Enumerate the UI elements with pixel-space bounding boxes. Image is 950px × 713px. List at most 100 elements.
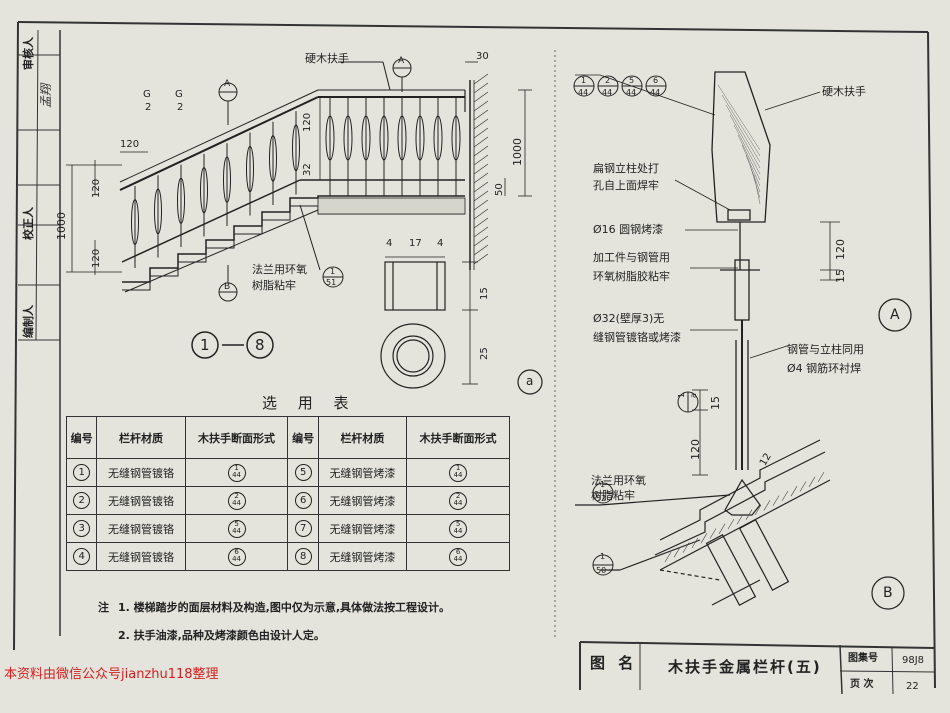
cell-mat-r: 无缝钢管烤漆 xyxy=(317,514,408,543)
row-number: 2 xyxy=(73,492,91,509)
row-number: 6 xyxy=(294,492,312,509)
cell-mat-r: 无缝钢管烤漆 xyxy=(317,542,408,571)
th-no-r: 编号 xyxy=(287,416,319,459)
detail-ref-top: 2 xyxy=(605,76,611,85)
note-a-4: 加工件与钢管用 xyxy=(593,251,670,264)
atlas-label: 图集号 xyxy=(848,653,878,664)
detail-ref-top: 1 xyxy=(581,76,587,85)
proofreader-role: 校正人 xyxy=(22,207,35,240)
range-start: 1 xyxy=(200,336,210,354)
section-cut-1: G xyxy=(143,89,151,100)
th-sec-r: 木扶手断面形式 xyxy=(406,416,510,459)
signature: 孟翔 xyxy=(39,83,53,108)
detail-A-label: A xyxy=(890,307,900,323)
dim-b-15: 15 xyxy=(709,396,722,410)
dim-a-17: 17 xyxy=(409,238,422,249)
section-mark-b: B xyxy=(224,282,231,292)
row-number: 7 xyxy=(294,520,312,537)
cell-mat-l: 无缝钢管镀铬 xyxy=(96,486,186,515)
handrail-section xyxy=(692,71,912,476)
cell-mat-l: 无缝钢管镀铬 xyxy=(96,514,186,543)
stair-elevation xyxy=(119,80,475,293)
dim-a-15-side: 15 xyxy=(834,269,847,283)
detail-ref-bottom: 44 xyxy=(650,88,661,97)
designer-role: 编制人 xyxy=(22,305,35,338)
section-mark-a: A xyxy=(224,79,231,89)
cell-mat-l: 无缝钢管镀铬 xyxy=(96,458,186,487)
dim-32: 32 xyxy=(302,163,313,176)
cell-no-r: 7 xyxy=(287,514,319,543)
dim-a-4-right: 4 xyxy=(437,238,444,249)
row-number: 1 xyxy=(73,464,91,481)
epoxy-b-1: 法兰用环氧 xyxy=(591,474,646,487)
cell-mat-l: 无缝钢管镀铬 xyxy=(96,542,186,571)
fixing-detail xyxy=(575,439,905,610)
cell-no-l: 4 xyxy=(65,542,98,571)
detail-ref-top: 5 xyxy=(629,76,635,85)
section-cut-2: G xyxy=(175,89,183,100)
th-sec-l: 木扶手断面形式 xyxy=(184,416,289,459)
cell-no-l: 2 xyxy=(65,486,98,515)
table-title: 选 用 表 xyxy=(262,394,357,412)
detail-ref-bottom: 44 xyxy=(578,88,589,97)
handrail-label-a: 硬木扶手 xyxy=(822,85,866,98)
note-a-6: Ø32(壁厚3)无 xyxy=(593,312,665,325)
note-a-5: 环氧树脂胶粘牢 xyxy=(593,270,670,283)
material: 无缝钢管镀铬 xyxy=(107,494,174,508)
dim-1000-left: 1000 xyxy=(55,212,68,240)
dim-30: 30 xyxy=(476,51,489,62)
material: 无缝钢管烤漆 xyxy=(329,522,396,536)
material: 无缝钢管烤漆 xyxy=(329,466,396,480)
note-a-2: 孔自上面焊牢 xyxy=(593,179,659,192)
cell-no-l: 3 xyxy=(65,514,98,543)
handrail-label: 硬木扶手 xyxy=(305,52,349,65)
note-a-8: 钢管与立柱同用 xyxy=(787,343,864,356)
note-a-3: Ø16 圆钢烤漆 xyxy=(593,223,664,236)
note-line-2: 2. 扶手油漆,品种及烤漆颜色由设计人定。 xyxy=(118,629,325,642)
detail-B-label: B xyxy=(883,585,893,601)
ref-a-top: 1 xyxy=(677,392,686,398)
material: 无缝钢管烤漆 xyxy=(329,494,396,508)
note-a-7: 缝钢管镀铬或烤漆 xyxy=(593,331,681,344)
cell-mat-r: 无缝钢管烤漆 xyxy=(317,458,408,487)
ref-bottom: 51 xyxy=(326,278,337,287)
dim-120-c: 120 xyxy=(91,248,102,268)
dim-a-4-left: 4 xyxy=(386,238,393,249)
reviewer-role: 审核人 xyxy=(22,37,35,70)
ref-52-bottom: 52 xyxy=(596,494,607,503)
section-sub-1: 2 xyxy=(145,102,152,113)
row-number: 5 xyxy=(294,464,312,481)
note-a-9: Ø4 钢筋环衬焊 xyxy=(787,362,862,375)
cell-no-r: 8 xyxy=(287,542,319,571)
dim-a-120: 120 xyxy=(834,239,847,260)
row-number: 3 xyxy=(73,520,91,537)
cell-mat-r: 无缝钢管烤漆 xyxy=(317,486,408,515)
detail-a-label: a xyxy=(526,374,534,388)
dim-1000-right: 1000 xyxy=(511,138,524,166)
dim-a-15: 15 xyxy=(479,287,490,300)
dim-50: 50 xyxy=(494,183,505,196)
ref-top: 1 xyxy=(330,267,336,276)
material: 无缝钢管镀铬 xyxy=(107,550,174,564)
epoxy-note: 法兰用环氧 树脂粘牢 xyxy=(252,263,307,292)
section-mark-a-top: A xyxy=(398,56,405,66)
ref-52-top: 1 xyxy=(600,480,606,489)
row-number: 4 xyxy=(73,548,91,565)
th-mat-r: 栏杆材质 xyxy=(317,416,408,459)
